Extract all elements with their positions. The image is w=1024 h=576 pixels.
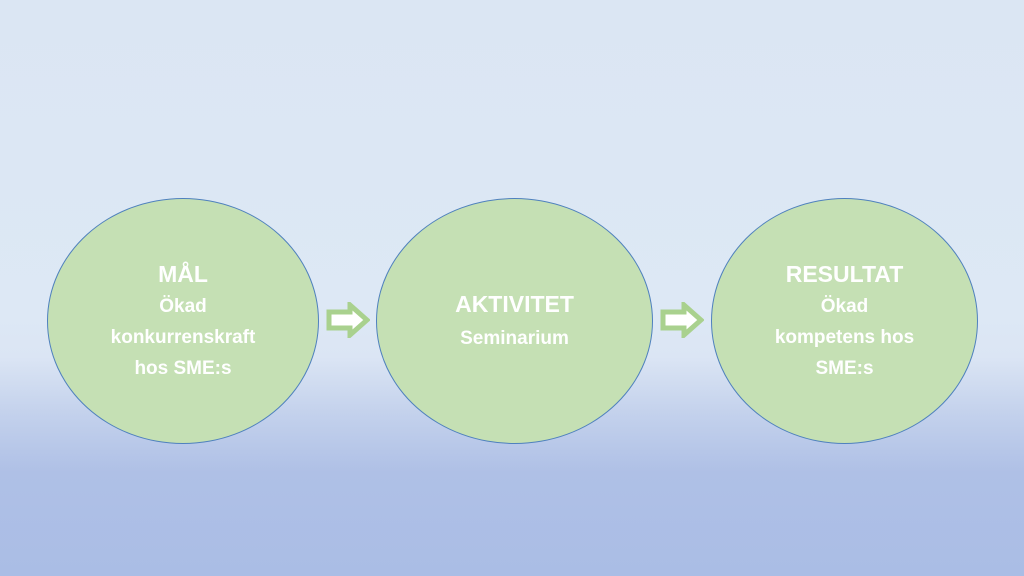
goal-text-line-2: konkurrenskraft [110,326,256,348]
activity-node: AKTIVITET Seminarium [376,198,653,444]
goal-text-line-3: hos SME:s [134,357,232,379]
goal-node: MÅL Ökad konkurrenskraft hos SME:s [47,198,319,444]
result-text-line-1: Ökad [820,295,869,317]
arrow-right-icon [660,302,704,338]
result-text-line-2: kompetens hos [774,326,915,348]
goal-title: MÅL [158,260,208,287]
activity-title: AKTIVITET [455,290,574,317]
result-node: RESULTAT Ökad kompetens hos SME:s [711,198,978,444]
goal-text-line-1: Ökad [159,295,207,317]
result-title: RESULTAT [785,260,904,287]
arrow-right-icon [326,302,370,338]
result-text-line-3: SME:s [815,357,874,379]
activity-text-line-1: Seminarium [460,327,569,349]
